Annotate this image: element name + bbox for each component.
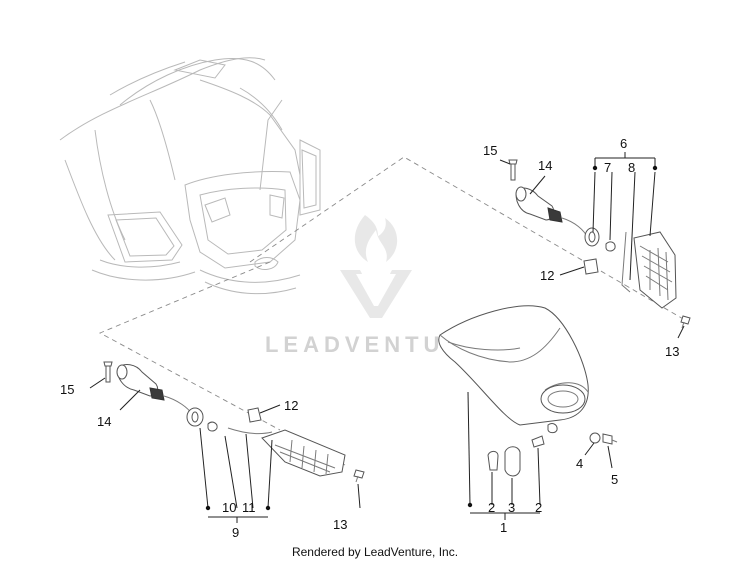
- callout-12-right: 12: [540, 268, 554, 283]
- callout-9: 9: [232, 525, 239, 540]
- callout-8: 8: [628, 160, 635, 175]
- callout-14-left: 14: [97, 414, 111, 429]
- callout-7: 7: [604, 160, 611, 175]
- callout-6: 6: [620, 136, 627, 151]
- callout-labels: 15 14 6 7 8 12 13 15 14 12 10 11 9 13 2 …: [60, 136, 679, 540]
- callout-15-left: 15: [60, 382, 74, 397]
- callout-10: 10: [222, 500, 236, 515]
- right-turn-signal-assembly: [508, 159, 691, 329]
- leader-lines: [89, 152, 685, 523]
- callout-4: 4: [576, 456, 583, 471]
- callout-15-right: 15: [483, 143, 497, 158]
- headlight-assembly: [438, 305, 618, 477]
- callout-2-a: 2: [488, 500, 495, 515]
- callout-13-right: 13: [665, 344, 679, 359]
- callout-11: 11: [242, 500, 256, 515]
- leadventure-watermark-logo: [340, 215, 412, 318]
- callout-14-right: 14: [538, 158, 552, 173]
- callout-5: 5: [611, 472, 618, 487]
- callout-1: 1: [500, 520, 507, 535]
- left-turn-signal-assembly: [103, 361, 365, 483]
- callout-2-b: 2: [535, 500, 542, 515]
- callout-13-left: 13: [333, 517, 347, 532]
- footer-credit: Rendered by LeadVenture, Inc.: [291, 545, 459, 559]
- bracket-dots: [205, 165, 658, 511]
- callout-12-left: 12: [284, 398, 298, 413]
- callout-3: 3: [508, 500, 515, 515]
- scooter-front-shield: [59, 57, 321, 295]
